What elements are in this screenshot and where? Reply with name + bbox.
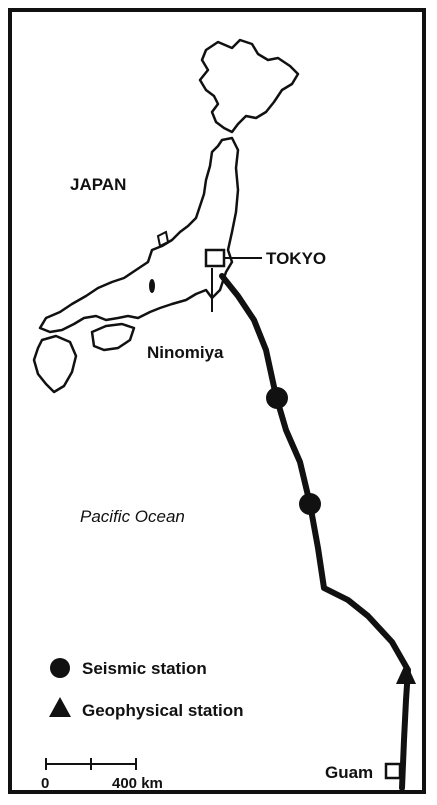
lake-biwa <box>149 279 155 293</box>
cable-route <box>219 273 411 791</box>
scale-bar-end-label: 400 km <box>112 775 163 792</box>
legend-geophysical-icon <box>49 697 71 717</box>
guam-label: Guam <box>325 763 373 782</box>
honshu-island <box>38 136 240 334</box>
seismic-station-marker <box>299 493 321 515</box>
ocean-label: Pacific Ocean <box>80 507 185 526</box>
kyushu-island <box>32 334 78 394</box>
legend-seismic-icon <box>50 658 70 678</box>
map-frame <box>8 8 426 794</box>
tokyo-marker <box>204 248 226 268</box>
legend-geophysical-label: Geophysical station <box>82 701 244 720</box>
legend-seismic-label: Seismic station <box>82 659 207 678</box>
ninomiya-label: Ninomiya <box>147 343 224 362</box>
japan-label: JAPAN <box>70 175 126 194</box>
geophysical-station-marker <box>396 662 416 684</box>
guam-marker <box>384 762 402 780</box>
hokkaido-island <box>198 38 300 134</box>
tokyo-label: TOKYO <box>266 249 326 268</box>
seismic-station-marker <box>266 387 288 409</box>
shikoku-island <box>90 322 136 352</box>
scale-bar-start-label: 0 <box>41 775 49 792</box>
sado-island <box>156 230 170 248</box>
